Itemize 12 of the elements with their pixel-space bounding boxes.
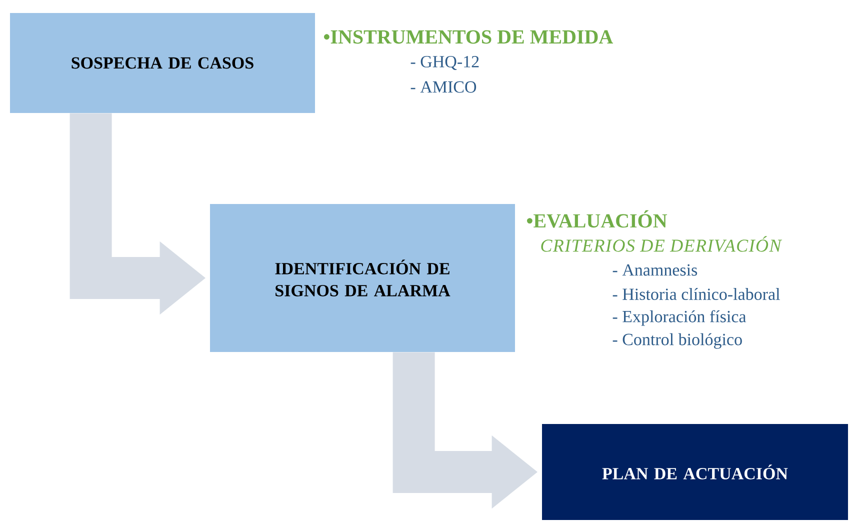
process-box: PLAN DE ACTUACIÓN <box>542 424 848 520</box>
list-item: - AMICO <box>410 81 476 93</box>
process-box: SOSPECHA DE CASOS <box>10 13 315 113</box>
bullet-heading: •INSTRUMENTOS DE MEDIDA <box>324 30 614 44</box>
list-item: - GHQ-12 <box>410 56 479 70</box>
process-box: IDENTIFICACIÓN DE SIGNOS DE ALARMA <box>210 204 515 352</box>
list-item: - Control biológico <box>612 333 742 349</box>
bullet-heading: •EVALUACIÓN <box>527 210 668 228</box>
list-item: - Anamnesis <box>612 264 698 276</box>
subheading: CRITERIOS DE DERIVACIÓN <box>541 236 782 252</box>
list-item: - Exploración física <box>612 310 746 326</box>
list-item: - Historia clínico-laboral <box>612 288 780 300</box>
